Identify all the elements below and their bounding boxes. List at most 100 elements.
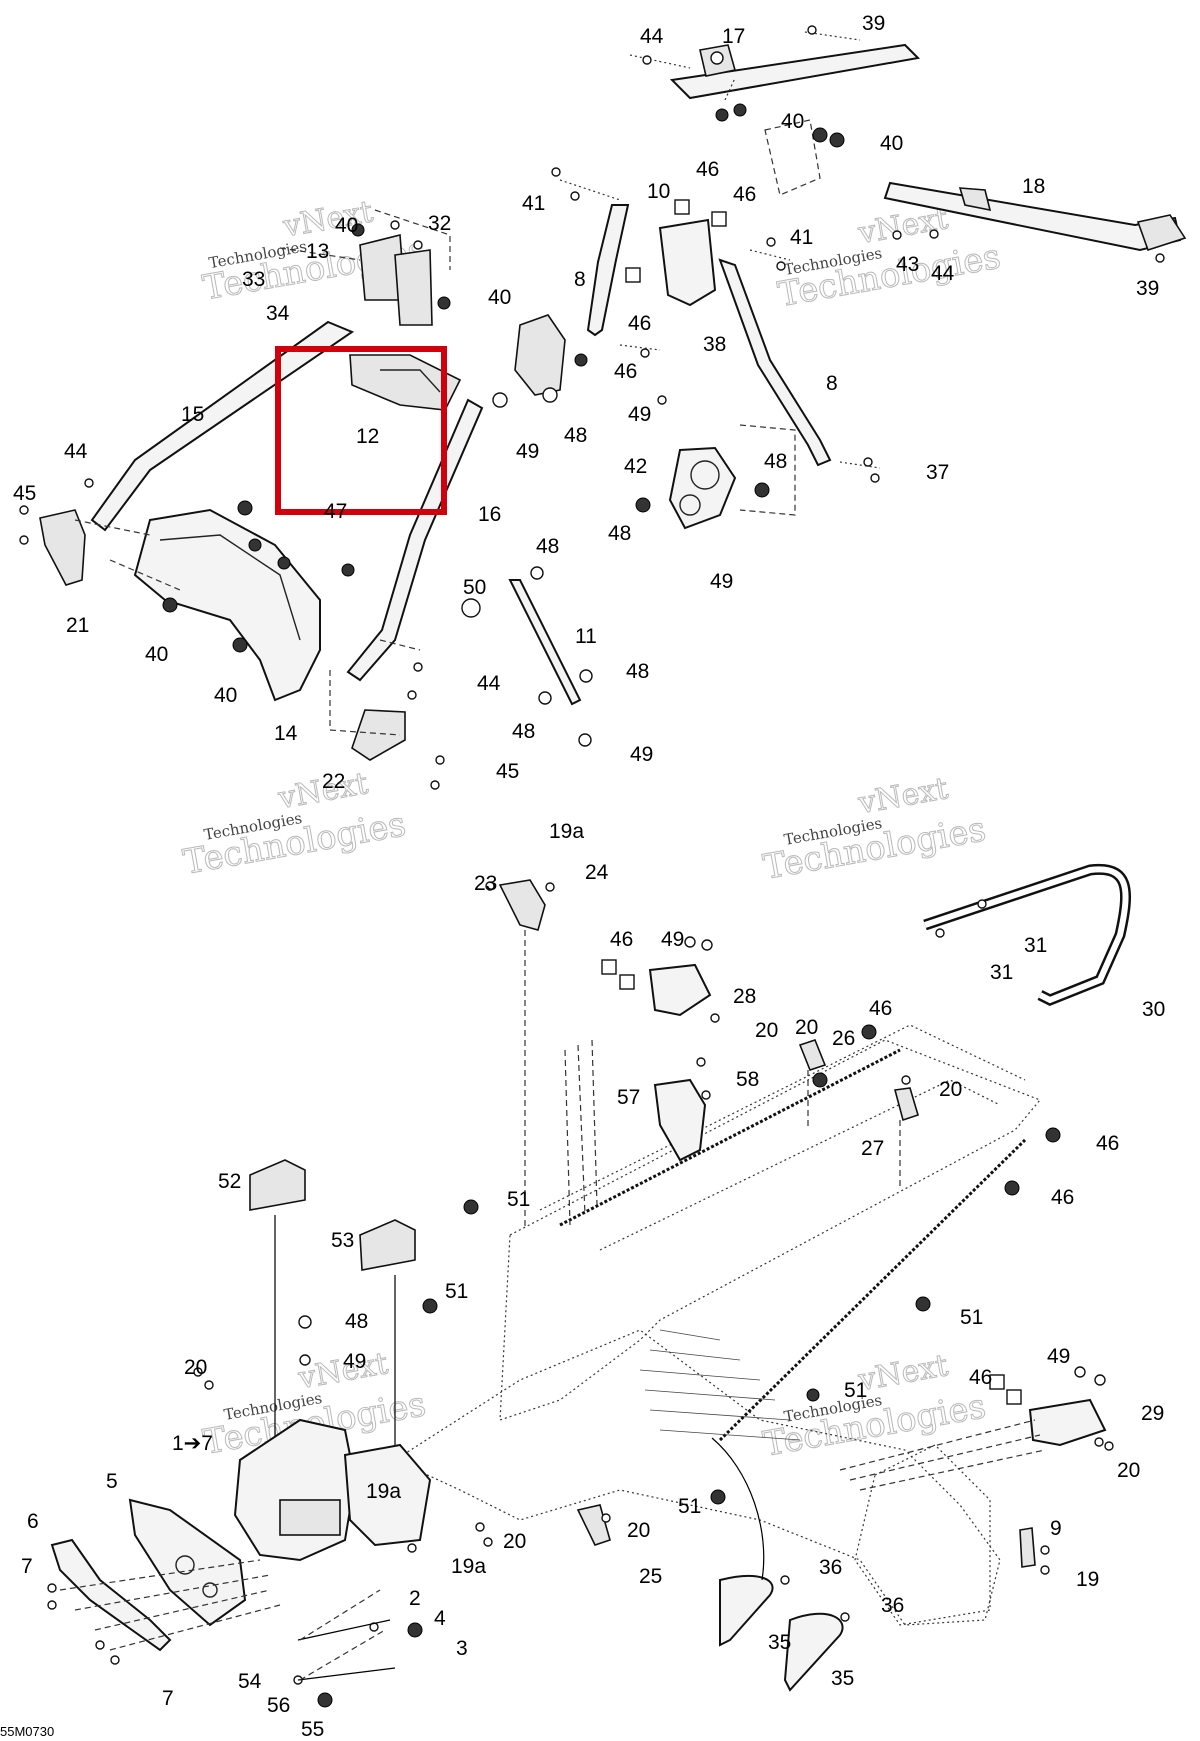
part-14-housing bbox=[133, 508, 321, 702]
callout-31: 31 bbox=[1024, 934, 1047, 957]
dashed-guide bbox=[564, 1039, 598, 1226]
part-18-end bbox=[1136, 214, 1187, 252]
callout-48: 48 bbox=[345, 1310, 368, 1333]
callout-46: 46 bbox=[869, 997, 892, 1020]
callout-23: 23 bbox=[474, 872, 497, 895]
callout-18: 18 bbox=[1022, 175, 1045, 198]
callout-40: 40 bbox=[335, 214, 358, 237]
part-16-tube bbox=[346, 398, 484, 682]
callout-40: 40 bbox=[880, 132, 903, 155]
callout-51: 51 bbox=[844, 1379, 867, 1402]
nut-icon bbox=[248, 538, 262, 552]
callout-22: 22 bbox=[322, 770, 345, 793]
callout-20: 20 bbox=[184, 1356, 207, 1379]
track-belt-upper bbox=[559, 1048, 901, 1227]
watermark-text-outline: vNext bbox=[855, 1348, 951, 1398]
callout-20: 20 bbox=[939, 1078, 962, 1101]
callout-48: 48 bbox=[564, 424, 587, 447]
part-21-bracket bbox=[39, 509, 86, 586]
callout-10: 10 bbox=[647, 180, 670, 203]
callout-5: 5 bbox=[106, 1470, 118, 1493]
nut-icon bbox=[277, 556, 291, 570]
watermark-bottom-right: Technologies vNext Technologies bbox=[760, 1348, 990, 1466]
dashed-guide bbox=[279, 209, 451, 270]
dotted-guide bbox=[559, 179, 881, 469]
callout-29: 29 bbox=[1141, 1402, 1164, 1425]
pin-56 bbox=[297, 1667, 396, 1681]
callout-26: 26 bbox=[832, 1027, 855, 1050]
callout-44: 44 bbox=[64, 440, 88, 463]
part-8-left-arm bbox=[586, 204, 630, 337]
bolt-head bbox=[578, 733, 592, 747]
highlight-box-part-12[interactable] bbox=[275, 346, 447, 515]
nut-icon bbox=[574, 353, 588, 367]
tunnel-inner bbox=[599, 1079, 1001, 1251]
nut-icon bbox=[162, 597, 178, 613]
bolt-head bbox=[530, 566, 544, 580]
bolt-head bbox=[579, 669, 593, 683]
callout-46: 46 bbox=[733, 183, 756, 206]
nut-icon bbox=[351, 223, 365, 237]
callout-46: 46 bbox=[969, 1366, 992, 1389]
upper-assembly bbox=[19, 25, 1187, 790]
callout-48: 48 bbox=[512, 720, 535, 743]
lower-assembly bbox=[47, 863, 1131, 1708]
callout-45: 45 bbox=[13, 482, 36, 505]
bolt-head bbox=[538, 691, 552, 705]
callout-14: 14 bbox=[274, 722, 298, 745]
part-8-right-arm bbox=[718, 258, 832, 467]
callout-19a: 19a bbox=[451, 1555, 486, 1578]
bolt-head bbox=[710, 51, 724, 65]
callout-9: 9 bbox=[1050, 1517, 1062, 1540]
curved-arrow bbox=[711, 1437, 765, 1581]
callout-35: 35 bbox=[831, 1667, 854, 1690]
part-53-wedge bbox=[359, 1219, 416, 1271]
callout-17: 17 bbox=[722, 25, 745, 48]
callout-46: 46 bbox=[1096, 1132, 1119, 1155]
pin-54 bbox=[297, 1619, 391, 1641]
callout-49: 49 bbox=[343, 1350, 366, 1373]
callout-17: 1➔7 bbox=[172, 1432, 213, 1455]
nut-icon bbox=[341, 563, 355, 577]
bushing-icon bbox=[601, 959, 617, 975]
part-17-bar bbox=[669, 43, 921, 100]
part-5-plate bbox=[128, 1498, 247, 1627]
bolt-head bbox=[492, 392, 508, 408]
bushing-icon bbox=[1006, 1389, 1022, 1405]
callout-46: 46 bbox=[696, 158, 719, 181]
callout-50: 50 bbox=[463, 576, 486, 599]
callout-48: 48 bbox=[608, 522, 631, 545]
part-12-inner bbox=[380, 369, 441, 393]
callout-7: 7 bbox=[162, 1687, 174, 1710]
callout-47: 47 bbox=[324, 500, 347, 523]
callout-33: 33 bbox=[242, 268, 265, 291]
callout-53: 53 bbox=[331, 1229, 354, 1252]
callout-19: 19 bbox=[1076, 1568, 1099, 1591]
callout-31: 31 bbox=[990, 961, 1013, 984]
callout-12: 12 bbox=[356, 425, 379, 448]
callout-40: 40 bbox=[145, 643, 168, 666]
callout-45: 45 bbox=[496, 760, 519, 783]
callout-21: 21 bbox=[66, 614, 89, 637]
nut-icon bbox=[733, 103, 747, 117]
engine-bay-hatched bbox=[639, 1329, 801, 1441]
bearing-ring bbox=[690, 460, 720, 490]
callout-46: 46 bbox=[628, 312, 651, 335]
callout-58: 58 bbox=[736, 1068, 759, 1091]
callout-52: 52 bbox=[218, 1170, 241, 1193]
callout-44: 44 bbox=[931, 262, 955, 285]
callout-19a: 19a bbox=[366, 1480, 401, 1503]
tunnel-outline bbox=[499, 1039, 1041, 1421]
track-belt-lower bbox=[718, 1138, 1027, 1442]
callout-49: 49 bbox=[710, 570, 733, 593]
nut-icon bbox=[715, 108, 729, 122]
suspension-block bbox=[279, 1499, 341, 1536]
dashed-guide bbox=[299, 1589, 386, 1681]
dashed-guide bbox=[807, 1070, 901, 1190]
callout-41: 41 bbox=[790, 226, 813, 249]
bushing-icon bbox=[625, 267, 641, 283]
callout-49: 49 bbox=[516, 440, 539, 463]
callout-48: 48 bbox=[536, 535, 559, 558]
